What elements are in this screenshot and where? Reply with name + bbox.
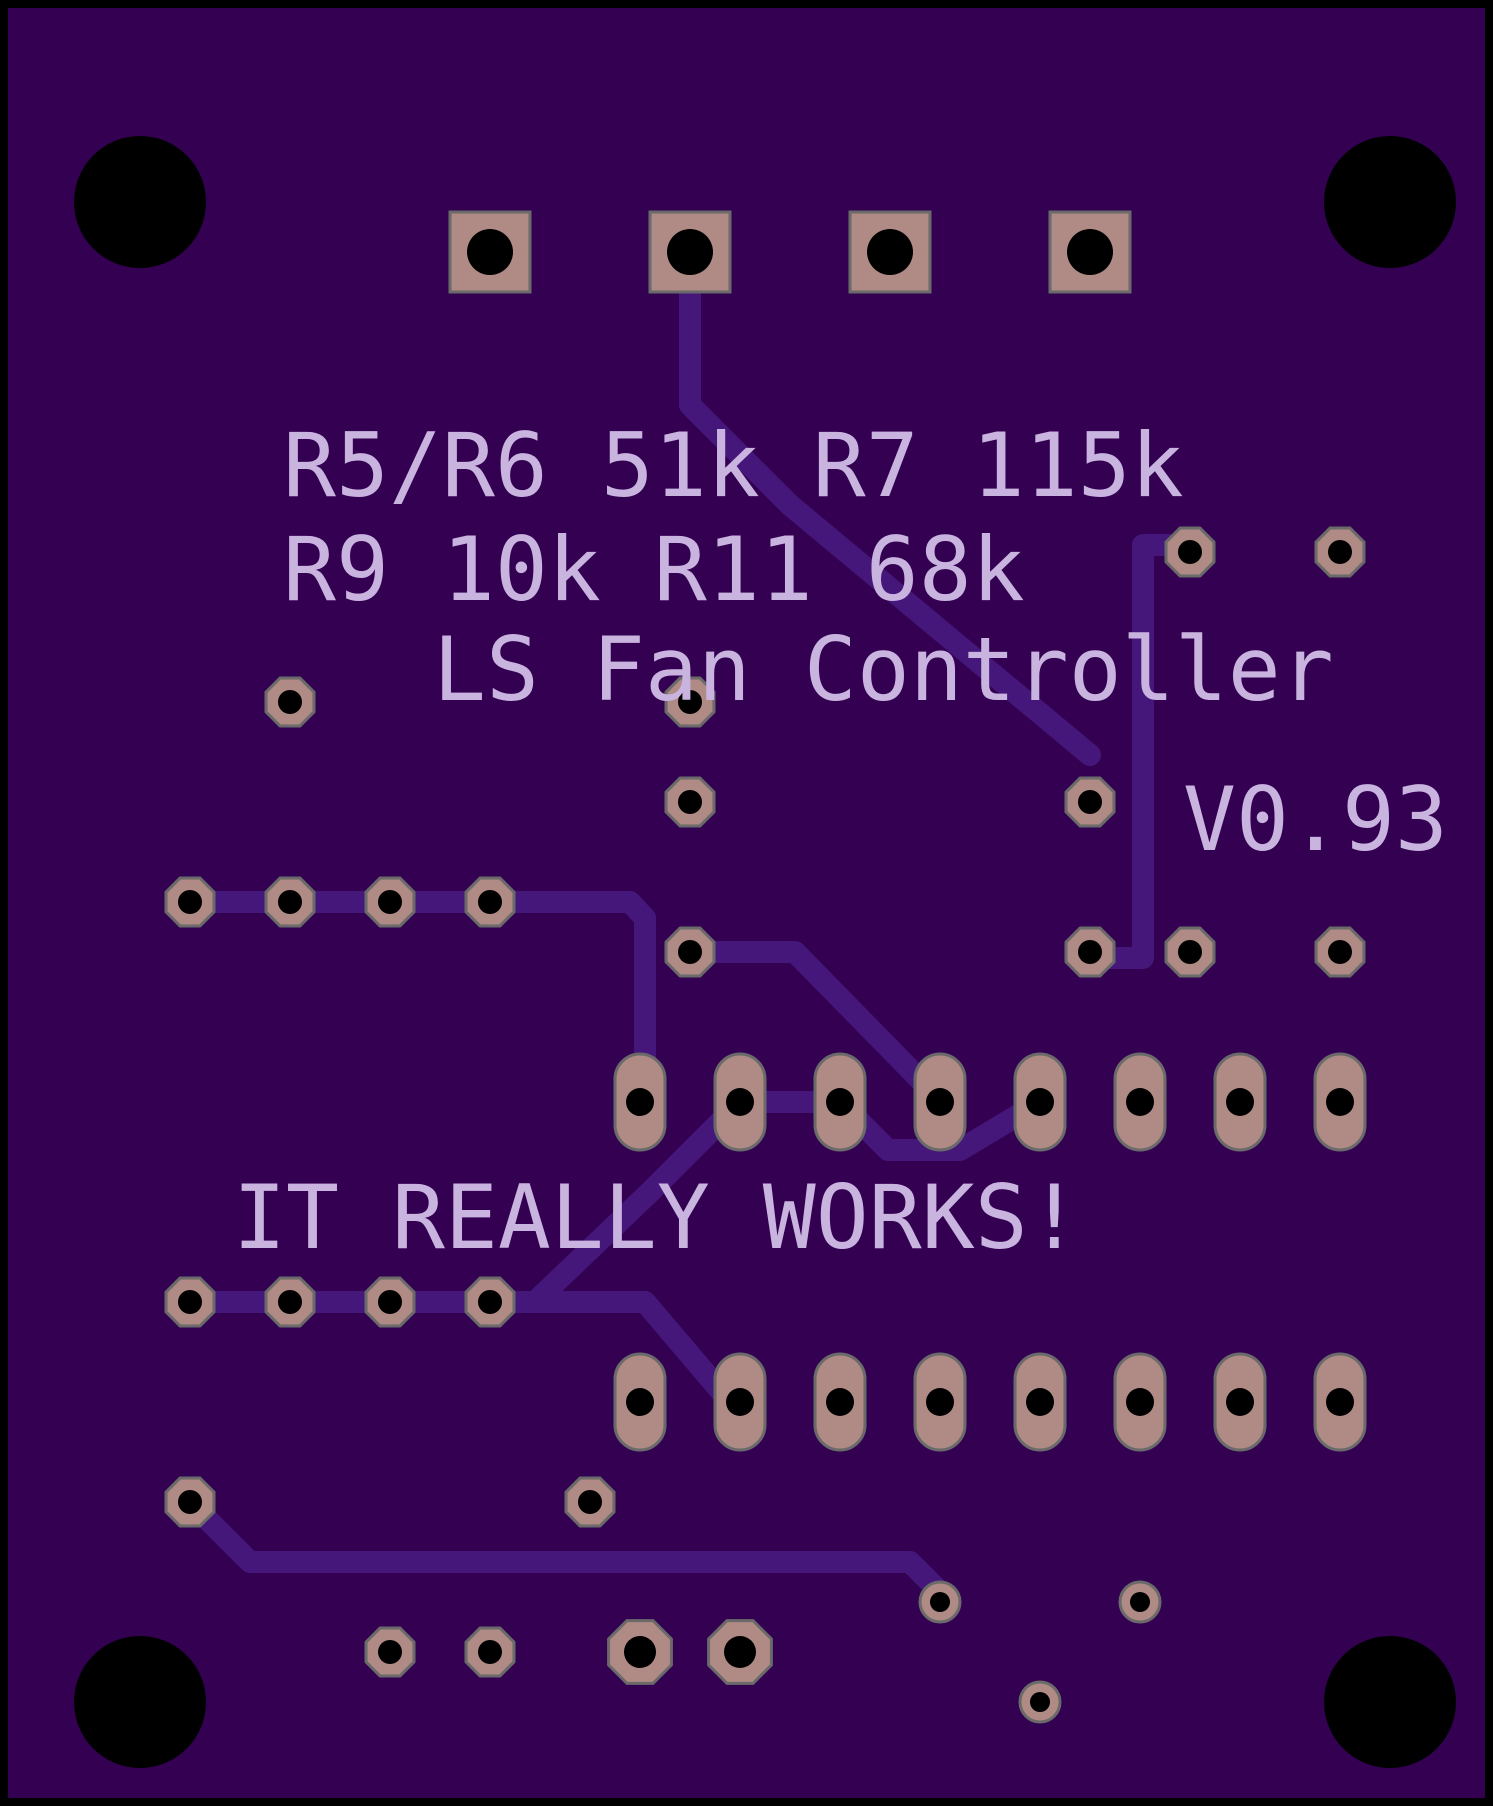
ic-pin-bottom-2-drill (726, 1388, 754, 1416)
ic-pin-bottom-5-drill (1026, 1388, 1054, 1416)
ic-pin-top-3-drill (826, 1088, 854, 1116)
via-pad-20-drill (578, 1490, 602, 1514)
via-pad-13-drill (1178, 940, 1202, 964)
via-pad-19-drill (178, 1490, 202, 1514)
mounting-hole-1 (74, 136, 206, 268)
ic-pin-top-1-drill (626, 1088, 654, 1116)
ic-pin-bottom-6-drill (1126, 1388, 1154, 1416)
small-pad-2-drill (1130, 1592, 1150, 1612)
power-pad-1-drill (624, 1636, 656, 1668)
header-pad-drill-1 (467, 229, 513, 275)
copper-trace-8 (524, 1091, 751, 1313)
mounting-hole-3 (74, 1636, 206, 1768)
via-pad-15-drill (178, 1290, 202, 1314)
ic-pin-bottom-3-drill (826, 1388, 854, 1416)
via-pad-16-drill (278, 1290, 302, 1314)
ic-pin-top-5-drill (1026, 1088, 1054, 1116)
via-pad-8-drill (278, 890, 302, 914)
via-pad-21-drill (378, 1640, 402, 1664)
via-pad-12-drill (1078, 940, 1102, 964)
via-pad-14-drill (1328, 940, 1352, 964)
power-pad-2-drill (724, 1636, 756, 1668)
silkscreen-layer: R5/R6 51k R7 115k R9 10k R11 68k LS Fan … (233, 414, 1448, 1269)
via-pad-22-drill (478, 1640, 502, 1664)
via-pad-1-drill (1178, 540, 1202, 564)
mounting-hole-2 (1324, 136, 1456, 268)
via-pad-6-drill (1078, 790, 1102, 814)
silkscreen-board-title: LS Fan Controller (433, 618, 1334, 721)
via-pad-11-drill (678, 940, 702, 964)
ic-pin-bottom-8-drill (1326, 1388, 1354, 1416)
silkscreen-tagline: IT REALLY WORKS! (233, 1166, 1081, 1269)
mounting-hole-4 (1324, 1636, 1456, 1768)
ic-pin-top-7-drill (1226, 1088, 1254, 1116)
copper-trace-7 (179, 1291, 741, 1413)
via-pad-7-drill (178, 890, 202, 914)
silkscreen-resistor-values-1: R5/R6 51k R7 115k (283, 414, 1184, 517)
via-pad-2-drill (1328, 540, 1352, 564)
ic-pin-top-6-drill (1126, 1088, 1154, 1116)
silkscreen-version: V0.93 (1183, 768, 1448, 871)
copper-trace-1 (679, 279, 1101, 766)
small-pad-1-drill (930, 1592, 950, 1612)
header-pad-2 (648, 210, 732, 294)
via-pad-18-drill (478, 1290, 502, 1314)
pad-layer (164, 210, 1367, 1724)
mounting-hole-layer (74, 136, 1456, 1768)
copper-trace-9 (179, 1491, 951, 1603)
via-pad-4-drill (678, 690, 702, 714)
small-pad-3-drill (1030, 1692, 1050, 1712)
ic-pin-top-8-drill (1326, 1088, 1354, 1116)
via-pad-3-drill (278, 690, 302, 714)
silkscreen-resistor-values-2: R9 10k R11 68k (283, 518, 1025, 621)
ic-pin-bottom-7-drill (1226, 1388, 1254, 1416)
ic-pin-top-4-drill (926, 1088, 954, 1116)
ic-pin-top-2-drill (726, 1088, 754, 1116)
via-pad-17-drill (378, 1290, 402, 1314)
via-pad-9-drill (378, 890, 402, 914)
via-pad-10-drill (478, 890, 502, 914)
header-pad-drill-2 (667, 229, 713, 275)
header-pad-drill-3 (867, 229, 913, 275)
via-pad-5-drill (678, 790, 702, 814)
header-pad-drill-4 (1067, 229, 1113, 275)
ic-pin-bottom-1-drill (626, 1388, 654, 1416)
ic-pin-bottom-4-drill (926, 1388, 954, 1416)
